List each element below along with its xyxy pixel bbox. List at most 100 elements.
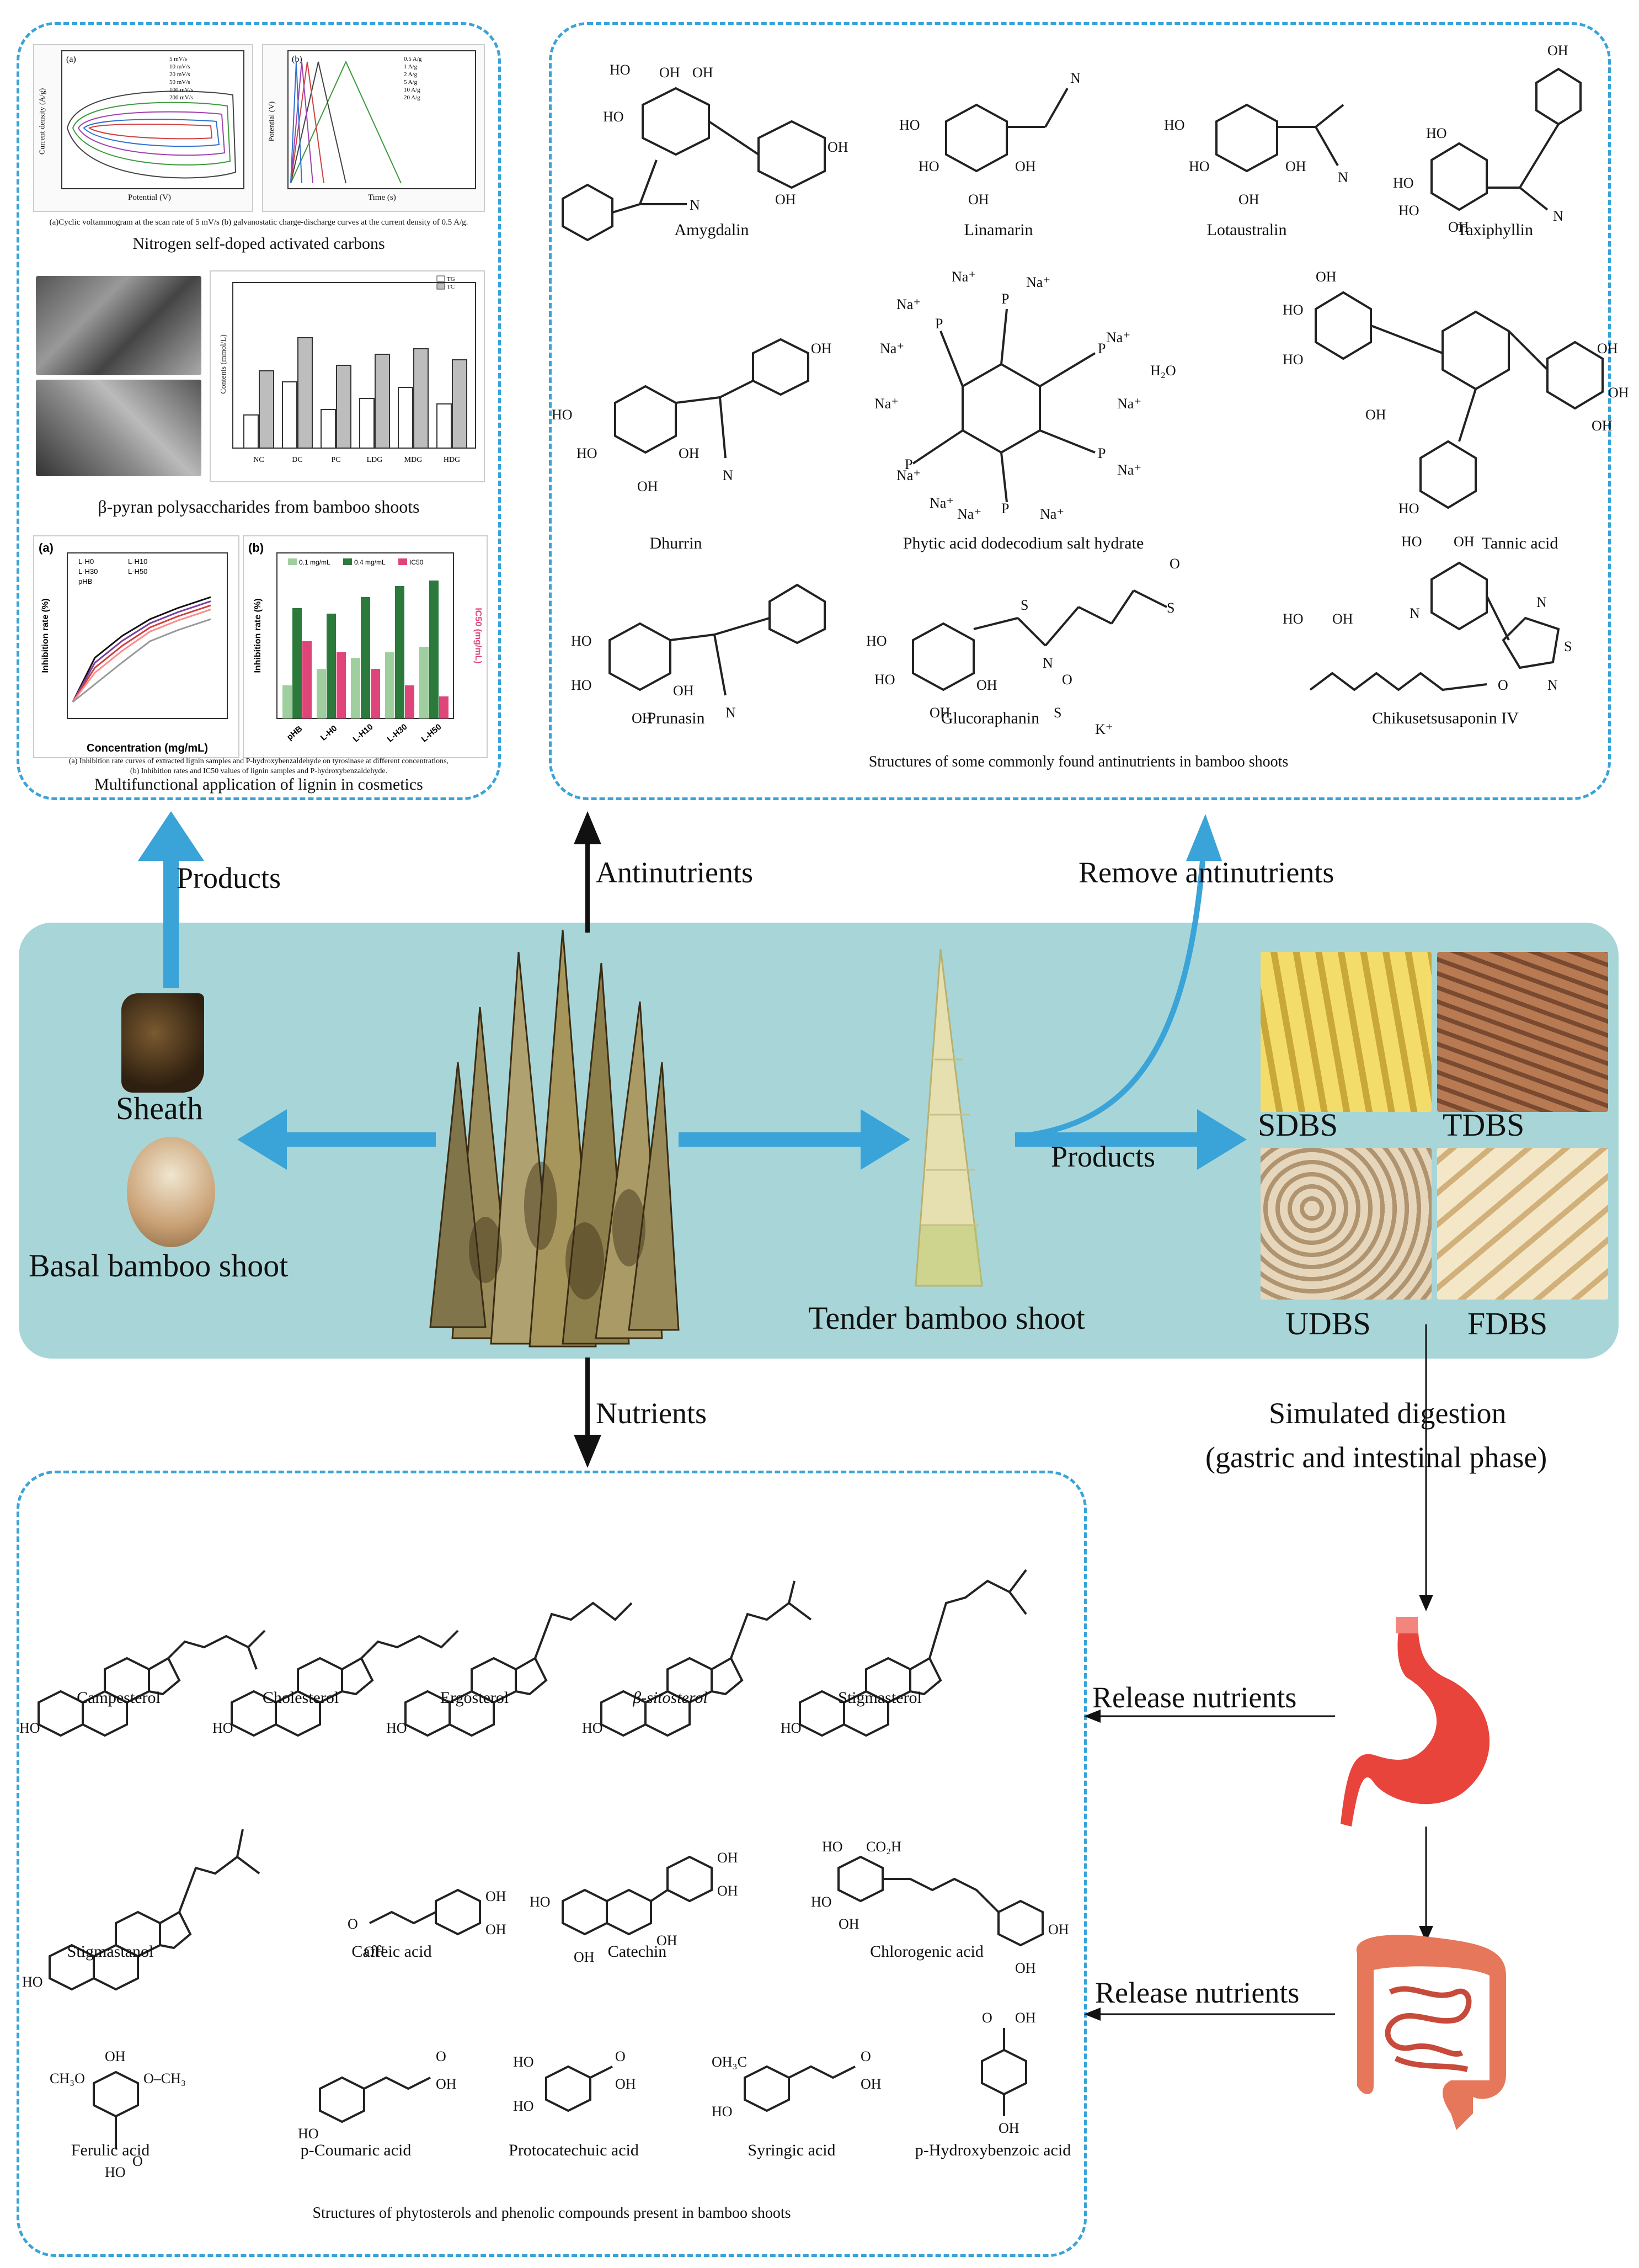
svg-text:5 mV/s: 5 mV/s [169,56,187,62]
svg-text:OH: OH [1454,534,1475,550]
name-phytic-acid: Phytic acid dodecodium salt hydrate [903,534,1144,552]
poly-bar-tg [243,414,259,449]
name-chikusetsusaponin: Chikusetsusaponin IV [1372,709,1519,727]
svg-text:OH: OH [1592,418,1613,434]
name-protocatechuic-acid: Protocatechuic acid [509,2141,639,2159]
svg-text:HO: HO [603,109,624,125]
svg-text:OH: OH [692,65,713,81]
svg-text:HO: HO [1283,302,1304,318]
name-catechin: Catechin [607,1942,667,1961]
svg-text:OH₃C: OH₃C [712,2054,747,2070]
label-udbs: UDBS [1285,1306,1371,1341]
svg-text:Na⁺: Na⁺ [896,296,921,312]
svg-text:N: N [723,467,733,483]
svg-text:HO: HO [919,158,939,174]
svg-text:(a): (a) [66,55,76,64]
svg-text:O: O [132,2153,143,2169]
sem-image-bottom [36,380,201,476]
poly-tick-label: DC [292,456,302,464]
nutrient-structures: HO HO HO HO [19,1569,1069,2180]
poly-tick-label: MDG [404,456,423,464]
svg-text:O: O [1170,556,1180,572]
lignin-b-bar [405,685,414,718]
svg-text:CH₃O: CH₃O [50,2070,85,2086]
lignin-caption-2: (b) Inhibition rates and IC50 values of … [130,767,388,775]
poly-bar-tc [336,365,351,449]
label-release-2: Release nutrients [1095,1976,1300,2009]
name-prunasin: Prunasin [647,709,705,727]
svg-text:OH: OH [1285,158,1306,174]
svg-text:20 mV/s: 20 mV/s [169,71,190,78]
poly-bar-tc [297,337,313,449]
name-ergosterol: Ergosterol [440,1689,509,1707]
label-tdbs: TDBS [1443,1107,1525,1143]
intestine-image [1356,1935,1506,2130]
svg-text:OH: OH [485,1921,506,1937]
svg-text:HO: HO [530,1894,551,1910]
lignin-b-bar [385,652,394,718]
sem-image-top [36,276,201,375]
svg-text:HO: HO [866,633,887,649]
name-stigmasterol: Stigmasterol [838,1689,922,1707]
svg-text:OH: OH [968,191,989,207]
svg-text:OH: OH [1597,340,1618,356]
svg-text:S: S [1054,705,1061,721]
poly-bar-tc [413,348,429,449]
svg-text:OH: OH [364,1944,385,1960]
lignin-a-xlabel: Concentration (mg/mL) [87,742,208,754]
svg-text:OH: OH [632,710,653,726]
svg-text:Na⁺: Na⁺ [1106,329,1130,345]
svg-text:Na⁺: Na⁺ [896,467,921,483]
tile-tdbs [1437,952,1608,1112]
name-p-coumaric-acid: p-Coumaric acid [300,2141,412,2159]
label-remove-antinutrients: Remove antinutrients [1079,856,1334,889]
svg-text:H₂O: H₂O [1150,363,1176,379]
label-sheath: Sheath [116,1090,203,1126]
svg-text:Na⁺: Na⁺ [880,340,904,356]
svg-text:HO: HO [1426,125,1447,141]
svg-text:HO: HO [513,2098,534,2114]
svg-text:HO: HO [212,1720,233,1736]
label-basal: Basal bamboo shoot [29,1248,289,1284]
svg-text:O: O [982,2010,992,2026]
svg-text:OH: OH [1015,1960,1036,1976]
svg-text:HO: HO [298,2126,319,2142]
lignin-a-legend-label: L-H0 [78,557,94,566]
basal-image [127,1137,215,1247]
label-sdbs: SDBS [1258,1107,1338,1143]
nutrients-caption: Structures of phytosterols and phenolic … [312,2205,791,2222]
svg-text:20 A/g: 20 A/g [404,94,420,101]
lignin-a-series [72,600,211,702]
poly-bar-tc [452,359,467,449]
svg-text:O: O [615,2048,626,2064]
svg-text:O–CH₃: O–CH₃ [143,2070,186,2086]
svg-text:OH: OH [105,2048,126,2064]
svg-text:N: N [1547,677,1558,693]
lignin-a-legend-label: pHB [78,577,92,585]
svg-text:P: P [1001,291,1009,307]
svg-text:CO₂H: CO₂H [866,1839,901,1855]
bamboo-bundle-image [429,929,680,1348]
svg-text:HO: HO [576,445,597,461]
lignin-b-bar [282,685,292,718]
nitrogen-title: Nitrogen self-doped activated carbons [132,235,385,253]
name-cholesterol: Cholesterol [262,1689,339,1707]
svg-text:HO: HO [582,1720,603,1736]
poly-bar-tc [375,354,390,449]
label-tender: Tender bamboo shoot [808,1300,1085,1336]
name-tannic-acid: Tannic acid [1481,534,1558,552]
svg-text:HO: HO [874,672,895,688]
label-digestion-2: (gastric and intestinal phase) [1205,1441,1547,1474]
